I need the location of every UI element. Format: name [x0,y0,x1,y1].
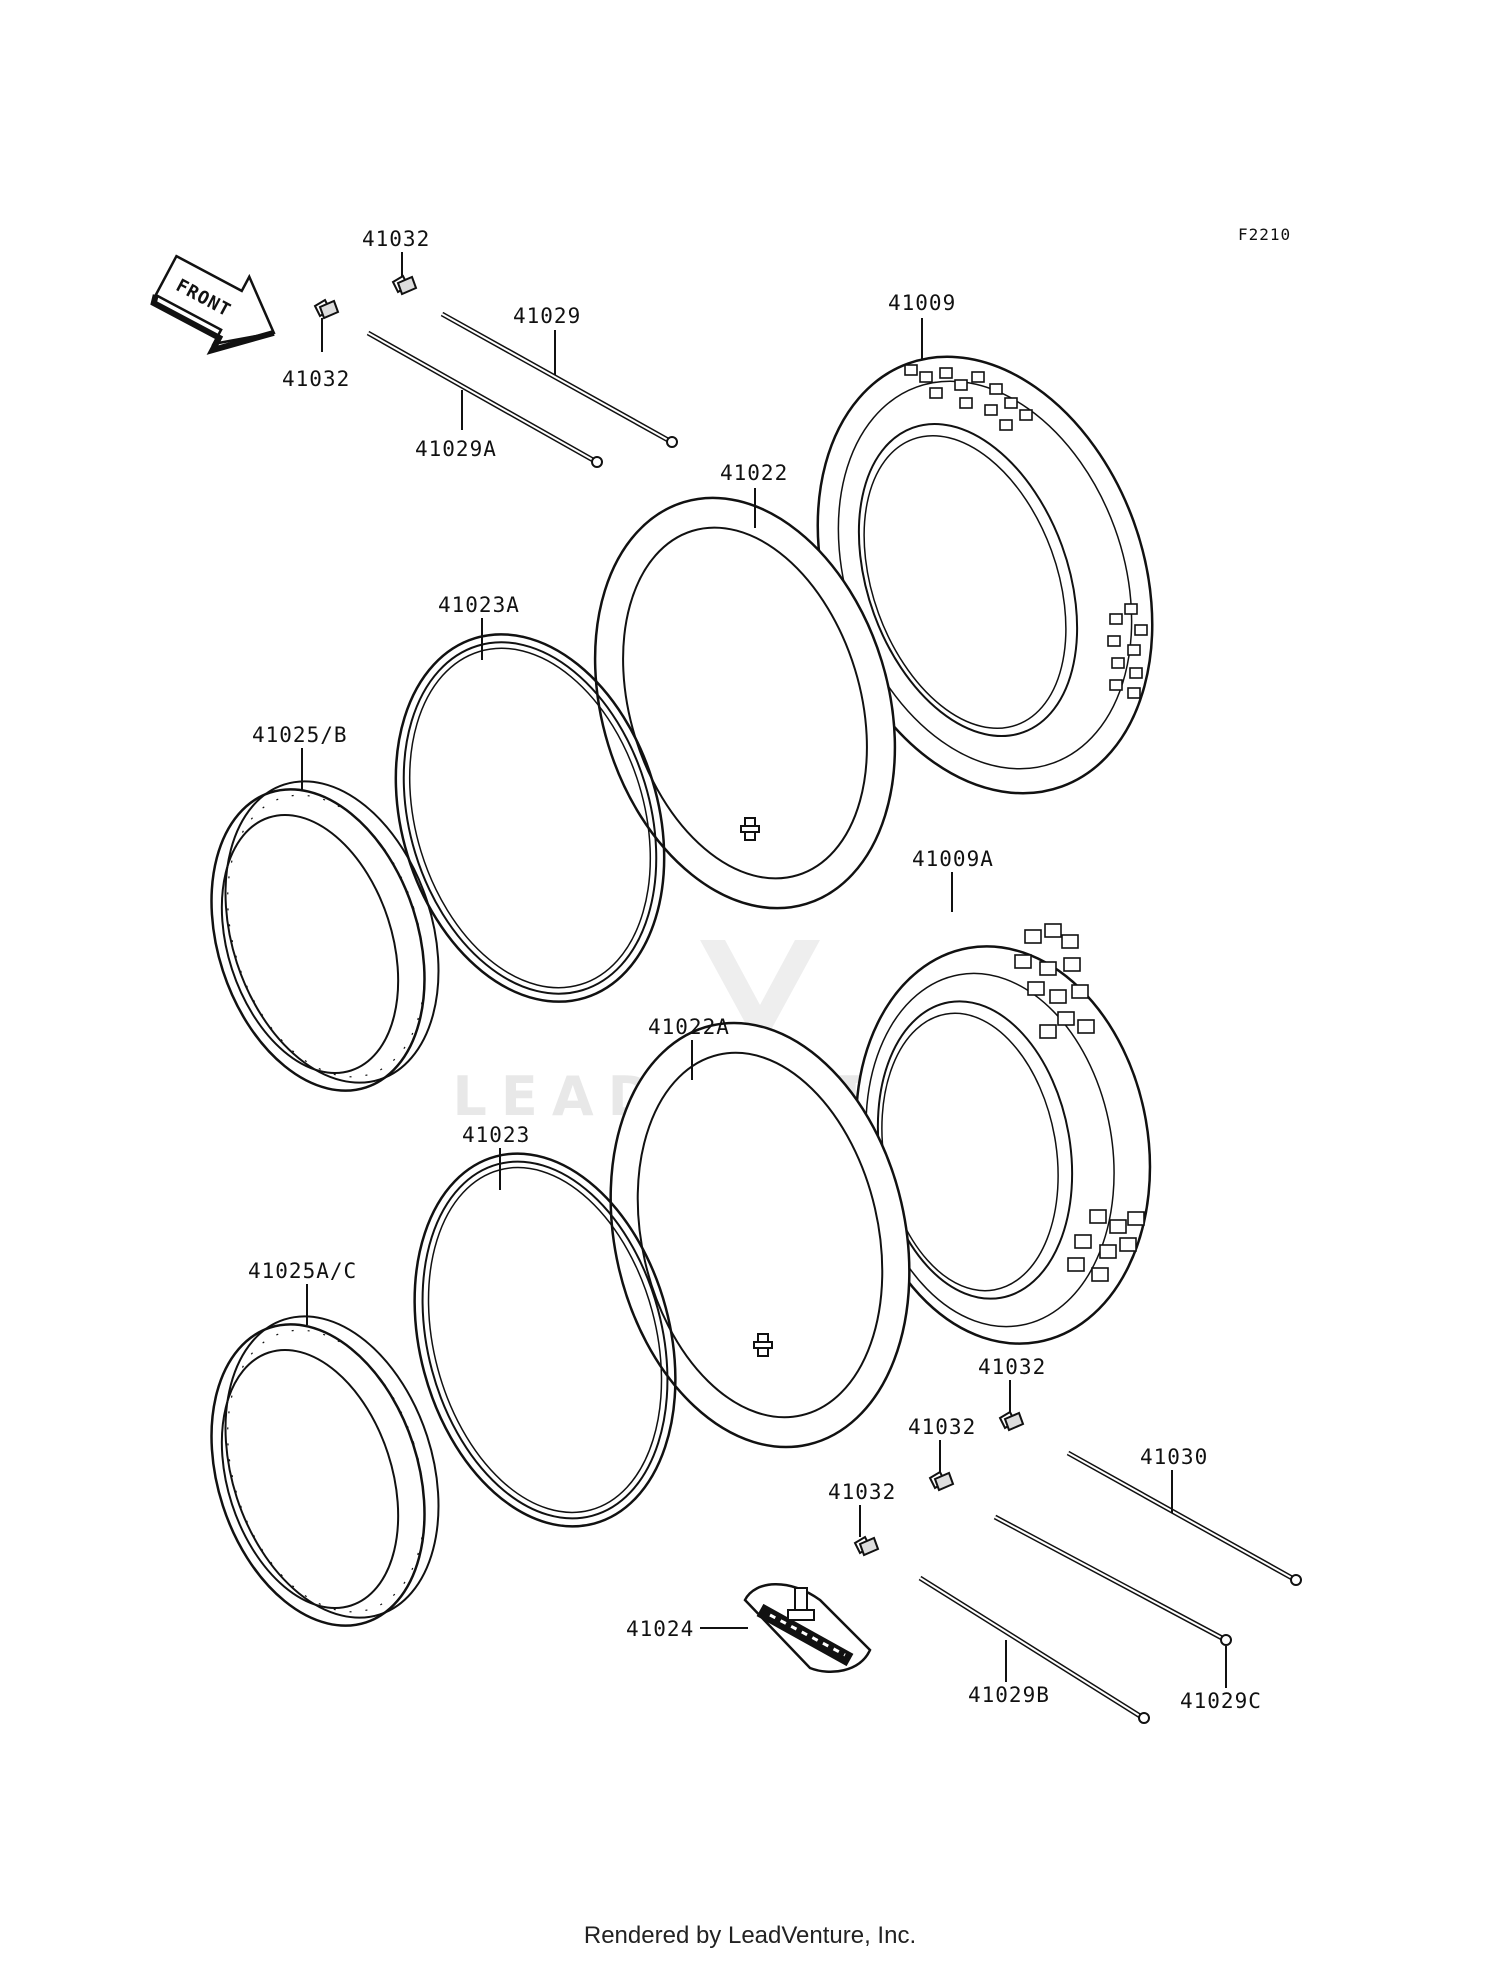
valve-cap-icon [391,252,418,296]
valve-cap-icon [928,1440,955,1492]
label-41009: 41009 [888,291,956,315]
rear-tire-icon [816,355,1154,795]
valve-cap-icon [853,1505,880,1557]
spoke-icon [918,1575,1150,1724]
figure-ref: F2210 [1238,225,1291,244]
label-41032-left: 41032 [282,367,350,391]
label-41024: 41024 [626,1617,694,1641]
label-41029C: 41029C [1180,1689,1262,1713]
front-tire-icon [854,923,1152,1345]
rim-lock-icon [743,1583,872,1674]
rear-rim-icon [210,780,440,1092]
label-41022A: 41022A [648,1015,730,1039]
label-41025AC: 41025A/C [248,1259,357,1283]
label-41025B: 41025/B [252,723,348,747]
front-arrow-icon: FRONT [150,254,276,355]
label-41022: 41022 [720,461,788,485]
label-41009A: 41009A [912,847,994,871]
spoke-icon [993,1514,1232,1646]
footer-credit: Rendered by LeadVenture, Inc. [583,1922,917,1949]
label-41029A: 41029A [415,437,497,461]
spoke-icon [1066,1450,1302,1586]
valve-cap-icon [998,1380,1025,1432]
label-41032-top: 41032 [362,227,430,251]
label-41029B: 41029B [968,1683,1050,1707]
label-41030: 41030 [1140,1445,1208,1469]
front-tube-icon [609,1021,911,1449]
front-rim-icon [210,1315,440,1627]
label-41029: 41029 [513,304,581,328]
valve-cap-icon [313,298,340,352]
label-41023A: 41023A [438,593,520,617]
spoke-icon [366,330,603,468]
label-41032-right-1: 41032 [978,1355,1046,1379]
spoke-icon [440,311,678,448]
label-41032-right-2: 41032 [908,1415,976,1439]
label-41032-right-3: 41032 [828,1480,896,1504]
label-41023: 41023 [462,1123,530,1147]
